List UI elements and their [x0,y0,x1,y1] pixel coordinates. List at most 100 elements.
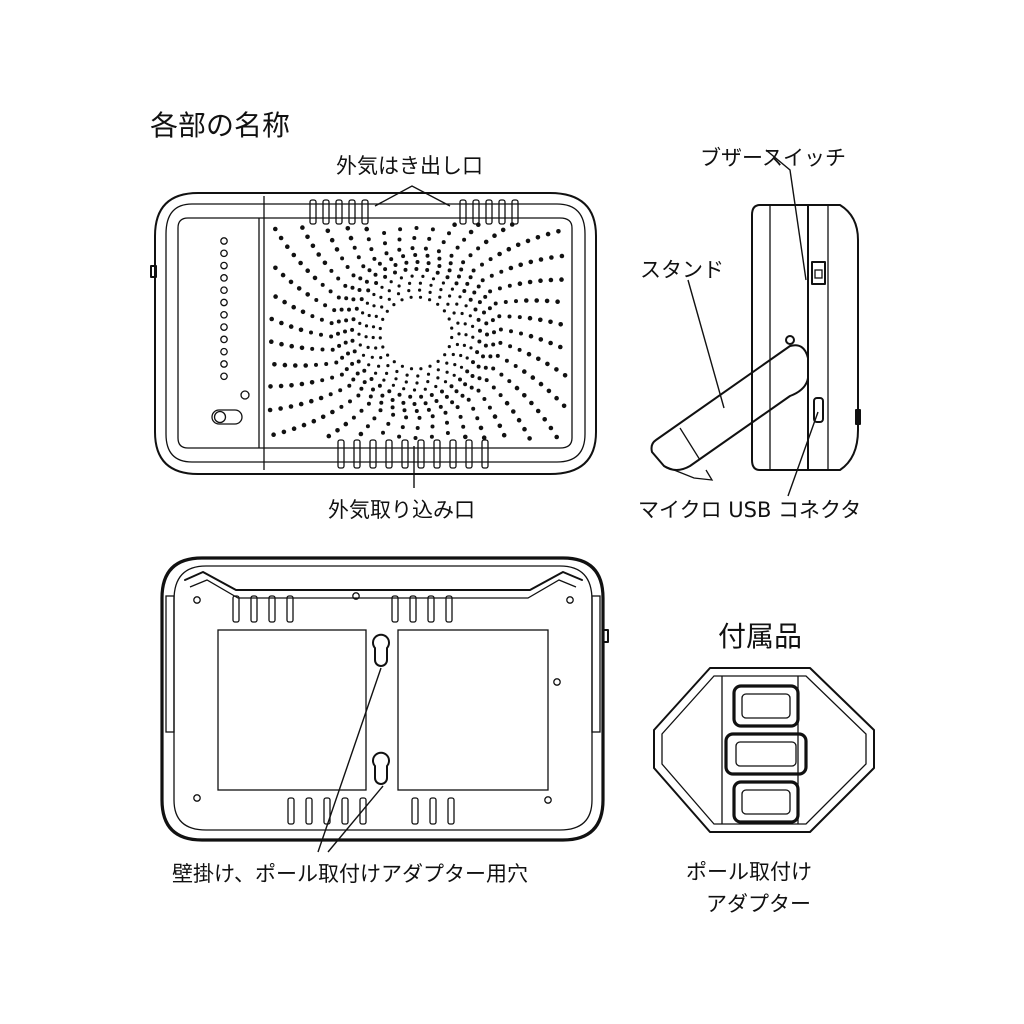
grille-hole [380,393,385,398]
grille-hole [354,306,359,311]
grille-hole [519,331,523,336]
grille-hole [464,304,468,308]
grille-hole [426,372,431,376]
grille-hole [356,393,361,398]
grille-hole [522,369,527,374]
grille-hole [366,401,371,406]
grille-hole [441,240,446,245]
grille-hole [381,345,385,349]
grille-hole [542,417,547,422]
device-side-icon [650,149,861,497]
screw-hole [352,592,360,600]
grille-hole [403,267,408,272]
grille-hole [385,309,389,313]
grille-hole [416,374,420,378]
grille-hole [336,276,341,281]
grille-hole [556,229,561,234]
vent-slot [286,595,294,623]
grille-hole [452,222,457,227]
grille-hole [554,434,559,440]
grille-hole [365,301,369,305]
grille-hole [361,264,366,269]
vent-slot [361,199,369,225]
indicator-light [220,237,228,245]
buzzer-switch-label: ブザースイッチ [700,146,846,170]
grille-hole [320,414,326,420]
grille-hole [372,304,376,308]
grille-hole [518,262,523,268]
grille-hole [538,257,544,262]
vent-slot [385,439,393,469]
grille-hole [443,353,447,357]
grille-hole [507,379,512,384]
grille-hole [378,326,382,331]
grille-hole [559,277,564,282]
grille-hole [288,279,294,285]
grille-hole [352,245,357,250]
grille-hole [350,285,355,290]
grille-hole [492,330,496,335]
vent-slot [335,199,343,225]
grille-hole [377,261,382,266]
grille-hole [269,339,274,345]
grille-hole [450,400,455,405]
grille-hole [561,403,567,409]
vent-slot [465,439,473,469]
grille-hole [364,324,369,328]
grille-hole [527,436,532,441]
grille-hole [538,317,543,323]
grille-hole [391,383,395,387]
grille-hole [361,353,366,357]
grille-hole [554,367,559,372]
grille-hole [393,263,398,267]
grille-hole [548,277,554,283]
grille-hole [476,246,481,251]
grille-hole [389,257,394,262]
grille-hole [267,407,273,413]
grille-hole [319,332,323,337]
micro-usb-port [813,397,824,423]
intake-vent-label: 外気取り込み口 [328,498,475,522]
grille-hole [423,401,428,406]
grille-hole [305,234,310,240]
screw-holes [193,592,574,804]
indicator-light [220,274,228,282]
grille-hole [488,354,493,359]
grille-hole [459,353,463,358]
grille-hole [481,354,485,359]
grille-hole [436,249,441,254]
vent-slot [268,595,276,623]
grille-hole [343,283,348,288]
grille-hole [449,384,454,389]
grille-hole [471,324,475,328]
grille-hole [293,363,298,368]
grille-hole [558,322,563,327]
indicator-light [220,310,228,319]
vent-slot [427,595,435,623]
grille-hole [382,378,386,382]
grille-hole [429,393,434,397]
keyhole-bottom [372,751,390,785]
grille-hole [365,424,370,429]
grille-hole [428,290,432,294]
grille-hole [426,261,431,266]
grille-hole [480,262,484,267]
vent-slot [341,797,349,825]
grille-hole [503,300,508,304]
screw-hole [193,794,201,802]
vent-slot [287,797,295,825]
grille-hole [476,222,481,227]
grille-hole [309,398,314,404]
grille-hole [507,283,512,288]
grille-hole [529,400,534,406]
grille-hole [455,342,459,347]
grille-hole [437,264,442,268]
grille-hole [358,321,362,325]
grille-hole [269,316,275,322]
grille-hole [404,415,409,420]
vent-slot [417,439,425,469]
grille-hole [330,409,335,415]
grille-hole [370,355,374,359]
vent-slot [322,199,330,225]
vent-slot [511,199,519,225]
